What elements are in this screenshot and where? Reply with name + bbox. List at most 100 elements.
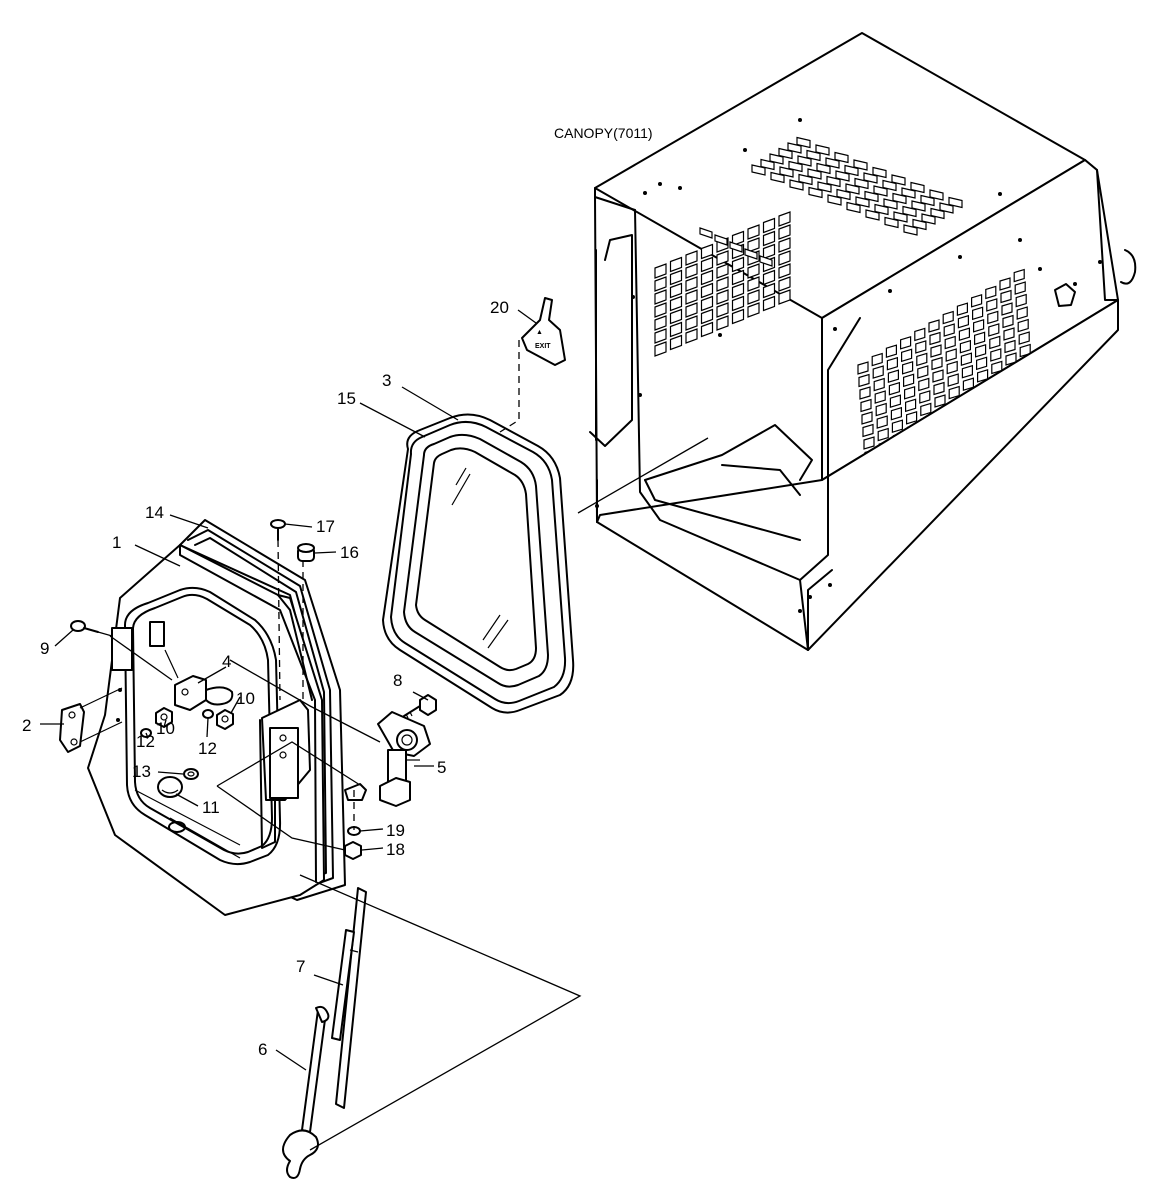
grille-cell	[747, 302, 760, 318]
grille-cell	[947, 373, 959, 387]
grille-cell	[891, 419, 904, 434]
grille-cell	[900, 348, 913, 363]
callout-c12a: 12	[136, 732, 155, 751]
grille-cell	[910, 181, 925, 194]
grille-cell	[858, 373, 870, 388]
grille-cell	[685, 263, 698, 279]
callout-leaders	[40, 309, 537, 1071]
grille-cell	[876, 415, 888, 429]
grille-cell	[961, 364, 974, 379]
grille-cell	[834, 151, 849, 164]
grille-cell	[669, 295, 683, 312]
grille-cell	[872, 166, 887, 179]
grille-cell	[887, 369, 900, 384]
grille-cell	[861, 411, 873, 425]
grille-cell	[762, 243, 776, 260]
grille-cell	[930, 344, 942, 358]
grille-cell	[716, 276, 729, 292]
grille-cell	[929, 331, 941, 346]
rivet-dots	[595, 118, 1102, 613]
grille-cell	[862, 423, 874, 438]
grille-cell	[796, 136, 811, 149]
grille-cell	[747, 289, 760, 305]
grille-cell	[875, 402, 887, 417]
front-top-slots	[699, 227, 773, 267]
part-10-nut-left	[155, 707, 173, 728]
grille-cell	[985, 285, 997, 300]
grille-cell	[1000, 289, 1012, 304]
callout-c11: 11	[202, 798, 220, 817]
grille-cell	[960, 352, 973, 367]
grille-cell	[1001, 302, 1013, 316]
grille-cell	[654, 276, 667, 292]
grille-cell	[975, 356, 988, 371]
grille-cell	[778, 276, 791, 292]
callout-c5: 5	[437, 758, 446, 777]
part-18-nut	[344, 841, 362, 860]
part-13-washer	[183, 768, 199, 780]
grille-cell	[956, 302, 969, 317]
grille-cell	[700, 295, 714, 312]
callout-c6: 6	[258, 1040, 267, 1059]
grille-cell	[919, 390, 931, 404]
grille-cell	[1018, 331, 1030, 345]
grille-cell	[716, 263, 729, 279]
grille-cell	[1004, 339, 1016, 354]
grille-cell	[917, 365, 929, 379]
grille-cell	[885, 344, 898, 359]
grille-cell	[872, 365, 884, 379]
grille-cell	[778, 263, 791, 279]
grille-cell	[902, 373, 915, 388]
part-4-lock-bracket	[164, 649, 234, 711]
grille-cell	[747, 276, 760, 292]
grille-cell	[958, 327, 971, 342]
grille-cell	[990, 348, 1002, 362]
grille-cell	[1016, 306, 1028, 320]
grille-cell	[716, 302, 729, 318]
exit-decal-text: EXIT	[535, 343, 551, 350]
grille-cell	[944, 335, 956, 350]
grille-cell	[946, 360, 958, 375]
callout-c1: 1	[112, 533, 121, 552]
grille-cell	[871, 352, 883, 367]
callout-c12b: 12	[198, 739, 217, 758]
callout-c10a: 10	[156, 719, 175, 738]
grille-cell	[700, 243, 714, 260]
grille-cell	[762, 269, 776, 286]
grille-cell	[989, 335, 1001, 350]
grille-cell	[903, 385, 916, 400]
grille-cell	[920, 402, 932, 417]
grille-cell	[669, 282, 683, 299]
callout-c8: 8	[393, 671, 402, 690]
part-6-wiper-arm	[282, 1005, 330, 1179]
grille-cell	[654, 341, 667, 357]
part-7-wiper-blade	[331, 887, 367, 1109]
grille-cell	[873, 377, 885, 392]
grille-cell	[1003, 327, 1015, 341]
part-2-latch	[59, 687, 123, 753]
grille-cell	[731, 230, 745, 247]
callout-c16: 16	[340, 543, 359, 562]
grille-cell	[914, 327, 926, 342]
callout-c20: 20	[490, 298, 509, 317]
grille-cell	[654, 289, 667, 305]
grille-cell	[685, 315, 698, 331]
grille-cell	[904, 398, 917, 413]
callout-c19: 19	[386, 821, 405, 840]
grille-cell	[759, 255, 773, 267]
grille-cell	[731, 295, 745, 312]
grille-cell	[986, 298, 998, 312]
callout-c3: 3	[382, 371, 391, 390]
callout-c18: 18	[386, 840, 405, 859]
part-10-nut-right	[216, 709, 234, 730]
grille-cell	[929, 189, 944, 201]
grille-cell	[948, 196, 963, 209]
grille-cell	[716, 289, 729, 305]
grille-cell	[863, 436, 875, 450]
part-5-hinge	[377, 711, 431, 807]
canopy	[577, 32, 1137, 651]
grille-cell	[815, 144, 830, 156]
grille-cell	[654, 328, 667, 344]
grille-cell	[731, 269, 745, 286]
